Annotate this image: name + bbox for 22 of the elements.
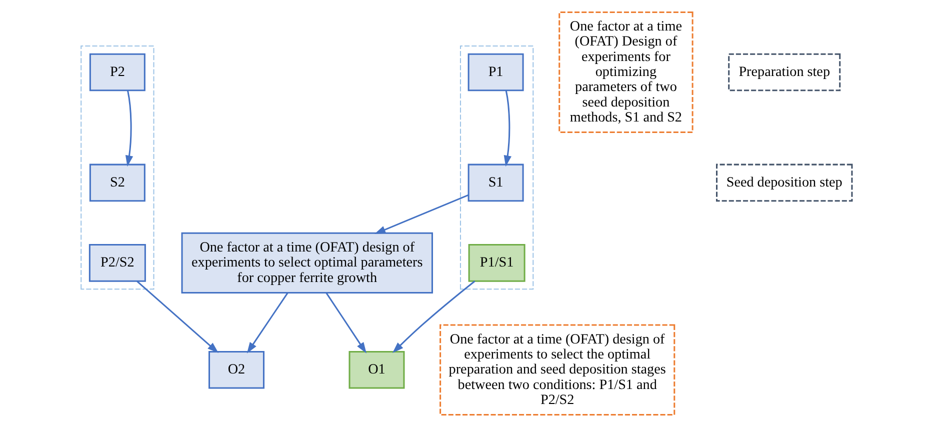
node-box: S1 bbox=[468, 164, 524, 202]
node-box: Seed deposition step bbox=[716, 164, 853, 202]
cluster bbox=[460, 46, 534, 290]
arrow bbox=[125, 90, 134, 167]
arrow bbox=[136, 280, 219, 354]
node-box: O2 bbox=[208, 350, 264, 389]
cluster bbox=[80, 46, 154, 290]
arrow bbox=[374, 194, 469, 234]
node-box: P1/S1 bbox=[468, 244, 526, 282]
arrow bbox=[392, 280, 476, 354]
node-box: P2 bbox=[89, 53, 146, 92]
node-box: P1 bbox=[468, 53, 524, 92]
arrow bbox=[246, 292, 288, 354]
node-box: O1 bbox=[348, 350, 405, 389]
arrow bbox=[326, 292, 366, 354]
node-box: S2 bbox=[89, 164, 146, 202]
node-box: One factor at a time (OFAT) design of experiments to select the optimal preparation and seed deposition stages between two conditions: P1/S1 and P2/S2 bbox=[440, 324, 676, 416]
node-box: Preparation step bbox=[728, 53, 841, 92]
node-box: One factor at a time (OFAT) design of experiments to select optimal parameters for copper ferrite growth bbox=[181, 232, 433, 294]
arrow bbox=[504, 90, 512, 167]
node-box: One factor at a time (OFAT) Design of experiments for optimizing parameters of two seed deposition methods, S1 and S2 bbox=[558, 11, 694, 134]
node-box: P2/S2 bbox=[88, 244, 146, 282]
